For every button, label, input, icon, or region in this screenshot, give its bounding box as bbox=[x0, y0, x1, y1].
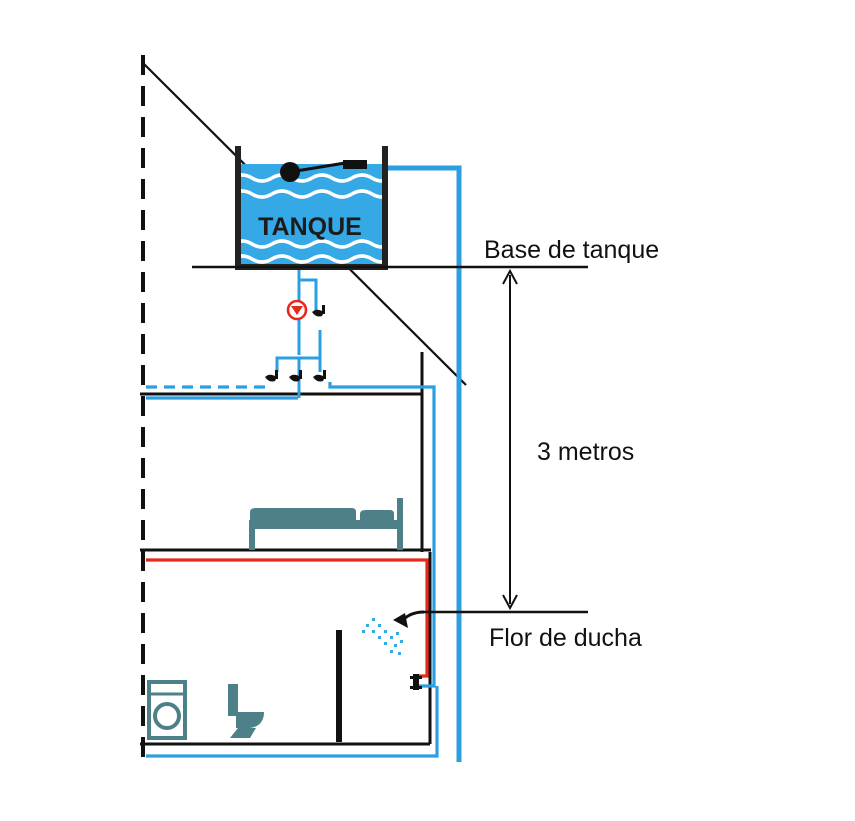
tank-label: TANQUE bbox=[258, 213, 362, 241]
cold-distribution-pipe bbox=[146, 382, 436, 688]
shower-head-icon bbox=[362, 610, 425, 655]
tank: TANQUE bbox=[235, 146, 388, 270]
bed-icon bbox=[249, 498, 403, 550]
height-dimension-arrow bbox=[502, 268, 518, 611]
shower-partition bbox=[336, 630, 342, 742]
ground-cold-pipe bbox=[146, 686, 439, 758]
hot-water-pipe bbox=[146, 558, 429, 678]
float-valve bbox=[280, 160, 367, 182]
pump-icon bbox=[286, 299, 308, 321]
tank-base-label: Base de tanque bbox=[484, 236, 659, 264]
valve-icon bbox=[312, 305, 325, 317]
valve-icon bbox=[289, 370, 302, 382]
valve-icon bbox=[313, 370, 326, 382]
shower-label: Flor de ducha bbox=[489, 624, 642, 652]
toilet-icon bbox=[228, 684, 264, 738]
washing-machine-icon bbox=[147, 680, 187, 740]
height-label: 3 metros bbox=[537, 438, 634, 466]
shower-valve-icon bbox=[410, 674, 422, 690]
valve-icon bbox=[265, 370, 278, 382]
